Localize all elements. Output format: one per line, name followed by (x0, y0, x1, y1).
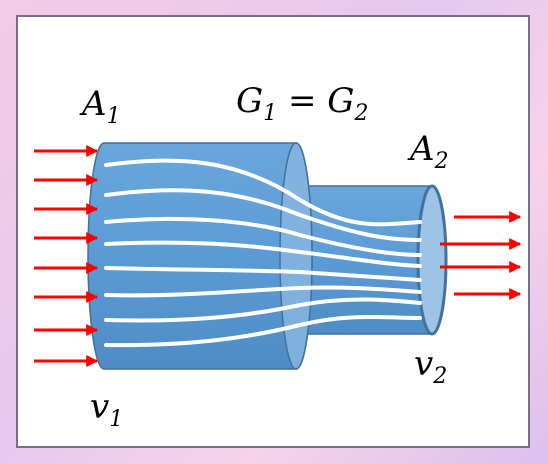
streamline (104, 285, 422, 298)
streamline (104, 216, 422, 257)
outlet-arrows (440, 211, 522, 300)
streamline (104, 240, 422, 268)
streamline (104, 188, 422, 242)
streamlines (104, 158, 422, 348)
narrow-pipe-outlet (416, 184, 448, 336)
wide-pipe-mouth (279, 142, 313, 370)
streamline (104, 314, 422, 348)
inlet-arrows (34, 145, 99, 367)
velocity-out-label: v2 (414, 344, 447, 389)
equation-label: G1 = G2 (236, 81, 368, 126)
wide-pipe (87, 142, 313, 370)
velocity-in-label: v1 (90, 387, 123, 432)
area-in-label: A1 (79, 84, 121, 129)
streamline (104, 158, 422, 227)
streamline (104, 297, 422, 323)
area-out-label: A2 (407, 129, 449, 174)
streamline (104, 266, 422, 282)
